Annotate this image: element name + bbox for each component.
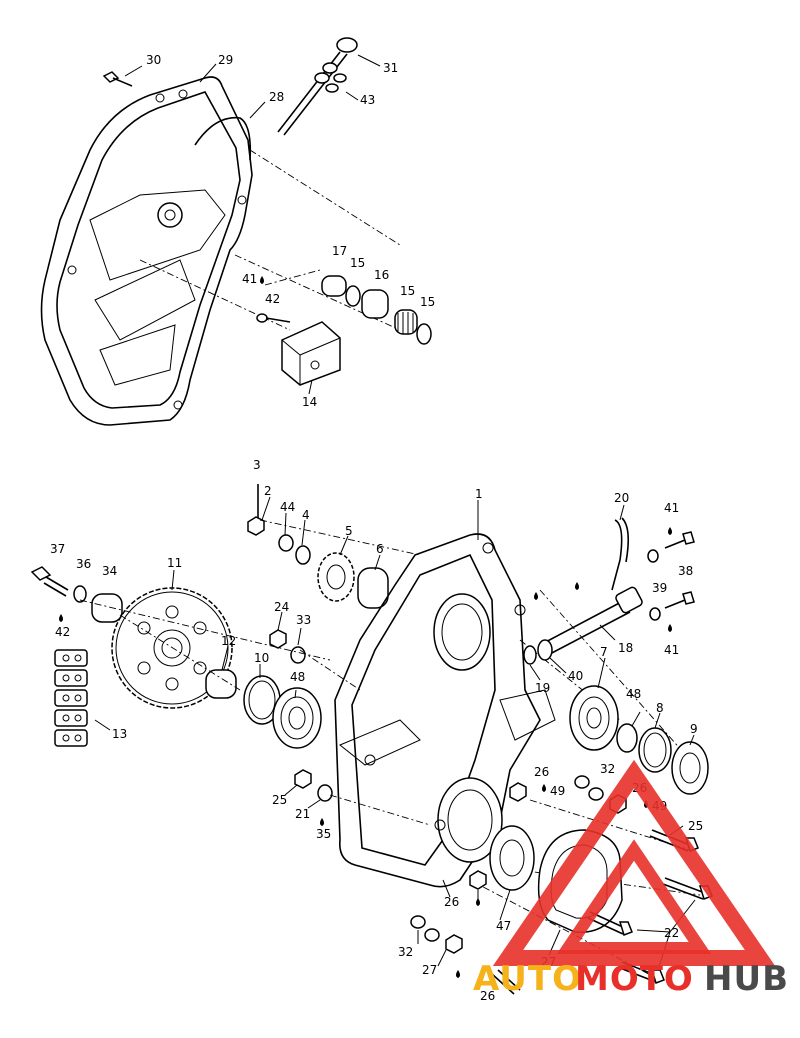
callout-41d: 42 (55, 625, 70, 639)
oil-drop-icon (534, 592, 538, 600)
callout-44: 44 (280, 500, 295, 514)
callout-5: 5 (345, 524, 353, 538)
callout-18: 17 (332, 244, 347, 258)
callout-38: 38 (678, 564, 693, 578)
oil-drop-icon (542, 784, 546, 792)
callout-22: 20 (614, 491, 629, 505)
callout-28: 28 (269, 90, 284, 104)
callout-33: 33 (296, 613, 311, 627)
sprocket-shaft-parts (30, 484, 333, 802)
triangle-logo-icon (492, 759, 776, 966)
callout-25a: 25 (688, 819, 703, 833)
callout-40: 40 (568, 669, 583, 683)
tensioner-block (256, 313, 341, 386)
tensioner-stack (321, 275, 432, 345)
callout-25b: 26 (480, 989, 495, 1003)
callout-35: 35 (316, 827, 331, 841)
callout-16: 15 (400, 284, 415, 298)
callout-3: 3 (253, 458, 261, 472)
callout-47: 48 (626, 687, 641, 701)
oil-drop-icon (668, 527, 672, 535)
callout-6: 6 (376, 542, 384, 556)
callout-10: 10 (254, 651, 269, 665)
callout-23: 22 (664, 926, 679, 940)
oil-drop-icon (575, 582, 579, 590)
callout-24a: 24 (274, 600, 289, 614)
callout-32b: 32 (398, 945, 413, 959)
callout-39: 39 (652, 581, 667, 595)
callout-31: 31 (383, 61, 398, 75)
oil-drop-icon (476, 898, 480, 906)
callout-20: 21 (295, 807, 310, 821)
callout-41c: 41 (664, 643, 679, 657)
callout-4: 4 (302, 508, 310, 522)
callout-36: 36 (76, 557, 91, 571)
callout-41a: 41 (242, 272, 257, 286)
watermark-hub: HUB (704, 959, 789, 999)
watermark-auto: AUTO (473, 959, 582, 999)
callout-37: 37 (50, 542, 65, 556)
callout-13: 13 (112, 727, 127, 741)
leader-lines (94, 54, 696, 971)
callout-15a: 15 (350, 256, 365, 270)
small-gear (317, 552, 389, 609)
callout-48a: 49 (550, 784, 565, 798)
watermark-logo: AUTO MOTO HUB (473, 759, 789, 999)
oil-drop-icon (59, 614, 63, 622)
callout-2: 2 (264, 484, 272, 498)
chaincase-cover (40, 76, 253, 426)
chaincase-housing (334, 533, 556, 888)
callout-11: 11 (167, 556, 182, 570)
callout-29: 29 (218, 53, 233, 67)
callout-9: 9 (690, 722, 698, 736)
callout-45: 47 (496, 919, 511, 933)
callout-19: 18 (618, 641, 633, 655)
oil-drop-icon (668, 624, 672, 632)
callout-34: 34 (102, 564, 117, 578)
callout-12: 12 (221, 634, 236, 648)
oil-drop-icon (260, 276, 264, 284)
callout-43: 43 (360, 93, 375, 107)
callout-30: 30 (146, 53, 161, 67)
cover-bolt (102, 71, 133, 87)
callout-41b: 41 (664, 501, 679, 515)
callout-42: 42 (265, 292, 280, 306)
callout-1: 1 (475, 487, 483, 501)
callout-26c: 26 (444, 895, 459, 909)
callout-17: 16 (374, 268, 389, 282)
callout-32a: 32 (600, 762, 615, 776)
callout-8: 8 (656, 701, 664, 715)
tensioner-bolt (277, 37, 358, 136)
oil-drop-icon (320, 818, 324, 826)
oil-drop-icon (456, 970, 460, 978)
callout-21: 19 (535, 681, 550, 695)
callout-15b: 15 (420, 295, 435, 309)
callout-24b: 25 (272, 793, 287, 807)
callout-46: 48 (290, 670, 305, 684)
drive-chain (54, 649, 88, 747)
callout-7: 7 (600, 645, 608, 659)
callout-14: 14 (302, 395, 317, 409)
housing-right-parts (410, 517, 713, 995)
watermark-moto: MOTO (575, 959, 694, 999)
callout-26d: 27 (422, 963, 437, 977)
callout-26a: 26 (534, 765, 549, 779)
